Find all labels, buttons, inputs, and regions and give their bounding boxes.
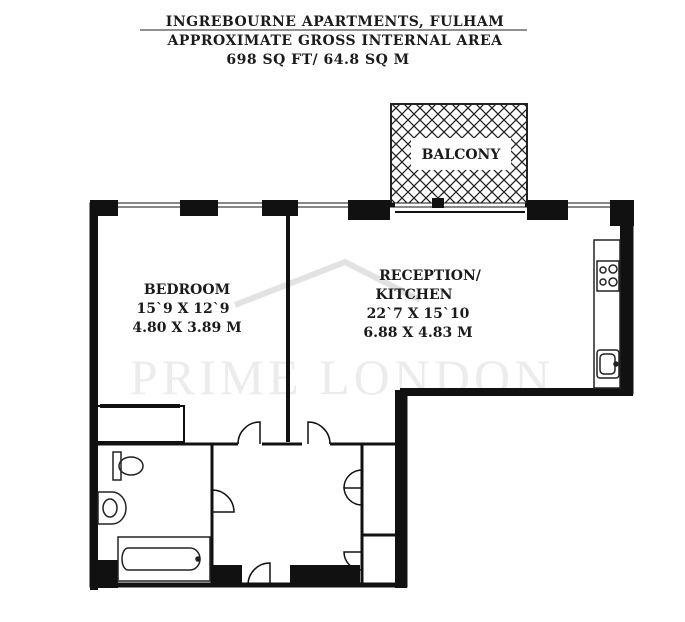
reception-metric: 6.88 X 4.83 M [363,325,472,341]
walls [89,198,634,590]
reception-imperial: 22`7 X 15`10 [367,306,470,322]
watermark-roof-icon [233,258,422,308]
bathroom-fixtures [97,451,211,582]
bedroom-imperial: 15`9 X 12`9 [136,301,229,317]
toilet-icon [112,451,144,481]
sink-icon [596,349,620,379]
balcony: BALCONY [390,103,528,206]
kitchen-counter [593,239,621,389]
bedroom-name: BEDROOM [144,282,230,298]
hob-icon [596,260,620,292]
bedroom-metric: 4.80 X 3.89 M [132,320,241,336]
property-title: INGREBOURNE APARTMENTS, FULHAM [166,14,504,30]
reception-name: RECEPTION/ [379,268,482,284]
bath-icon [117,536,211,582]
basin-icon [97,491,127,525]
area-subtitle: APPROXIMATE GROSS INTERNAL AREA [166,33,503,49]
reception-label: RECEPTION/ KITCHEN 22`7 X 15`10 6.88 X 4… [363,268,481,341]
balcony-label: BALCONY [422,147,502,163]
kitchen-name: KITCHEN [376,287,453,303]
area-value: 698 SQ FT/ 64.8 SQ M [226,52,409,68]
watermark: PRIME LONDON [130,349,554,405]
bedroom-label: BEDROOM 15`9 X 12`9 4.80 X 3.89 M [132,282,241,336]
